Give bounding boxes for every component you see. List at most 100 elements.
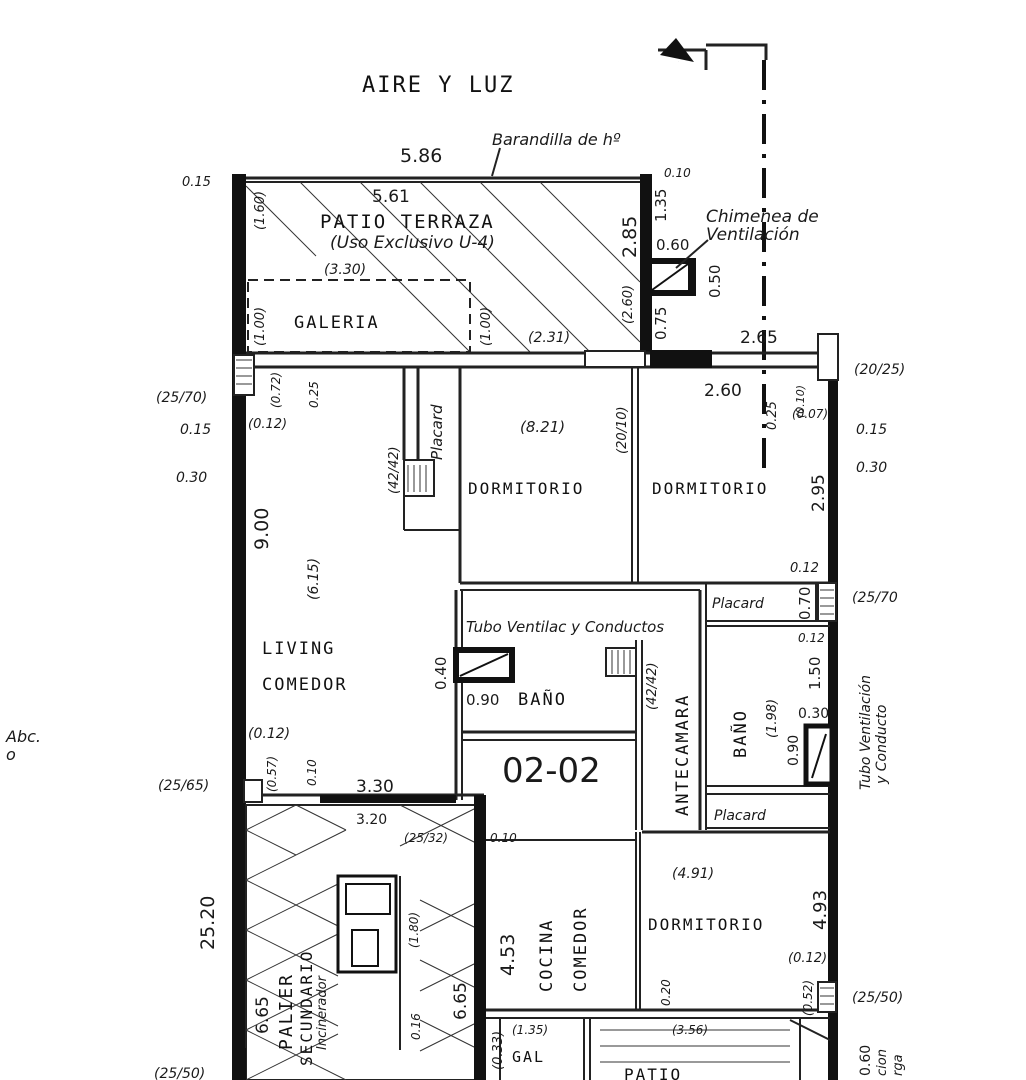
dim-9-00: 9.00: [251, 508, 273, 550]
dim-6-65a: 6.65: [253, 996, 273, 1034]
dim-0-16: 0.16: [409, 1013, 423, 1040]
dim-0-60b: 0.60: [858, 1045, 874, 1076]
section-marker: [658, 38, 768, 470]
dim-0-12a: (0.12): [248, 417, 287, 432]
gal-label: GAL: [512, 1048, 545, 1066]
dim-4-93: 4.93: [810, 890, 831, 930]
dim-0-25b: 0.25: [765, 401, 780, 430]
dim-3-30p: (3.30): [324, 262, 366, 278]
dim-1-60: (1.60): [253, 191, 268, 230]
dim-8-21: (8.21): [520, 418, 565, 436]
chimenea-label-1: Chimenea de: [706, 207, 819, 227]
dim-0-30r: 0.30: [856, 460, 887, 476]
galeria-label: GALERIA: [294, 313, 380, 333]
right-exterior-wall: [828, 350, 838, 1080]
antecamara-label: ANTECAMARA: [673, 694, 693, 816]
dim-25-20: 25.20: [197, 896, 219, 950]
dim-20-10: (20/10): [615, 406, 630, 454]
dim-20-25: (20/25): [854, 362, 905, 378]
tubo-ventilac-label: Tubo Ventilac y Conductos: [466, 618, 664, 636]
uso-exclusivo-label: (Uso Exclusivo U-4): [330, 233, 495, 253]
patio-terraza-label: PATIO TERRAZA: [320, 211, 495, 233]
dim-0-15r: 0.15: [856, 422, 887, 438]
terrace-hatch: [245, 181, 641, 353]
dim-25-70: (25/70): [156, 390, 207, 406]
dim-0-10a: 0.10: [305, 759, 319, 786]
dim-0-12c: (0.12): [788, 951, 827, 966]
dim-0-10-top: 0.10: [664, 166, 691, 180]
tubo-ventilacion-right-2: y Conducto: [874, 705, 890, 785]
dim-0-52: (0.52): [801, 980, 815, 1016]
dim-0-20: 0.20: [659, 979, 673, 1006]
dim-0-30s: 0.30: [798, 706, 829, 722]
palier-crosshatch: [245, 804, 483, 1080]
dim-0-90b: 0.90: [786, 735, 802, 766]
section-marker-letter: A: [678, 60, 679, 63]
dim-5-86: 5.86: [400, 145, 442, 167]
dormitorio-3-label: DORMITORIO: [648, 915, 764, 934]
dim-0-12r: 0.12: [790, 561, 819, 576]
palier-label: PALIER: [276, 973, 297, 1050]
dim-0-40: 0.40: [432, 657, 450, 690]
dim-2-60: 2.60: [704, 381, 742, 401]
dim-2-65: 2.65: [740, 328, 778, 348]
placard-2-label: Placard: [714, 808, 766, 824]
tubo-ventilacion-right-1: Tubo Ventilación: [858, 675, 874, 790]
dim-0-57: (0.57): [265, 756, 279, 792]
dormitorio-1-label: DORMITORIO: [468, 479, 584, 498]
dim-0-90a: 0.90: [466, 691, 499, 709]
dim-3-56: (3.56): [672, 1023, 708, 1037]
dim-6-65b: 6.65: [451, 982, 471, 1020]
dim-42-42b: (42/42): [645, 662, 660, 710]
dim-5-61: 5.61: [372, 187, 410, 207]
dim-25-70r: (25/70: [852, 590, 898, 606]
living-label: LIVING: [262, 639, 335, 659]
left-exterior-wall: [232, 174, 246, 1080]
dim-0-12b: (0.12): [248, 726, 290, 742]
dormitorio-2-label: DORMITORIO: [652, 479, 768, 498]
living-comedor-label: COMEDOR: [262, 675, 348, 695]
dim-0-15: 0.15: [180, 422, 211, 438]
dim-0-10r: (0.10): [794, 385, 807, 418]
dim-25-65: (25/65): [158, 778, 209, 794]
dim-1-35: 1.35: [652, 189, 670, 222]
dim-1-00b: (1.00): [479, 307, 494, 346]
dim-4-91: (4.91): [672, 866, 714, 882]
dim-2-60p: (2.60): [621, 285, 636, 324]
dim-42-42: (42/42): [387, 446, 402, 494]
edge-left-label-2: o: [6, 745, 16, 764]
dim-0-12s: 0.12: [798, 631, 825, 645]
dim-3-30: 3.30: [356, 777, 394, 797]
dim-6-15: (6.15): [306, 558, 322, 600]
dim-0-30: 0.30: [176, 470, 207, 486]
dim-0-60: 0.60: [656, 236, 689, 254]
dim-0-07: (0.07): [792, 407, 828, 421]
incinerador-label: Incinerador: [315, 974, 330, 1050]
dim-0-10b: 0.10: [490, 831, 517, 845]
edge-left-label-1: Abc.: [5, 727, 41, 746]
dim-0-75: 0.75: [652, 307, 670, 340]
dim-0-70: 0.70: [796, 587, 814, 620]
dim-3-20: 3.20: [356, 812, 387, 828]
dim-0-25a: 0.25: [307, 381, 321, 408]
dim-0-15-tl: 0.15: [182, 175, 211, 190]
dim-2-31: (2.31): [528, 330, 570, 346]
secundario-label: SECUNDARIO: [297, 950, 316, 1066]
dim-2-85: 2.85: [619, 216, 641, 258]
unit-label: 02-02: [502, 751, 601, 791]
dim-25-32: (25/32): [404, 831, 448, 845]
placard-1-label: Placard: [712, 596, 764, 612]
chimenea-label-2: Ventilación: [706, 225, 800, 245]
dim-1-00a: (1.00): [253, 307, 268, 346]
dim-0-50: 0.50: [706, 265, 724, 298]
dim-25-50r: (25/50): [852, 990, 903, 1006]
dim-4-53: 4.53: [497, 934, 519, 976]
dim-0-72: (0.72): [269, 372, 283, 408]
patio-label: PATIO: [624, 1065, 682, 1080]
placard-vertical-label: Placard: [428, 404, 446, 460]
cocina-comedor-label: COMEDOR: [571, 906, 591, 992]
dim-25-50l: (25/50): [154, 1066, 205, 1080]
dim-1-50: 1.50: [806, 657, 824, 690]
